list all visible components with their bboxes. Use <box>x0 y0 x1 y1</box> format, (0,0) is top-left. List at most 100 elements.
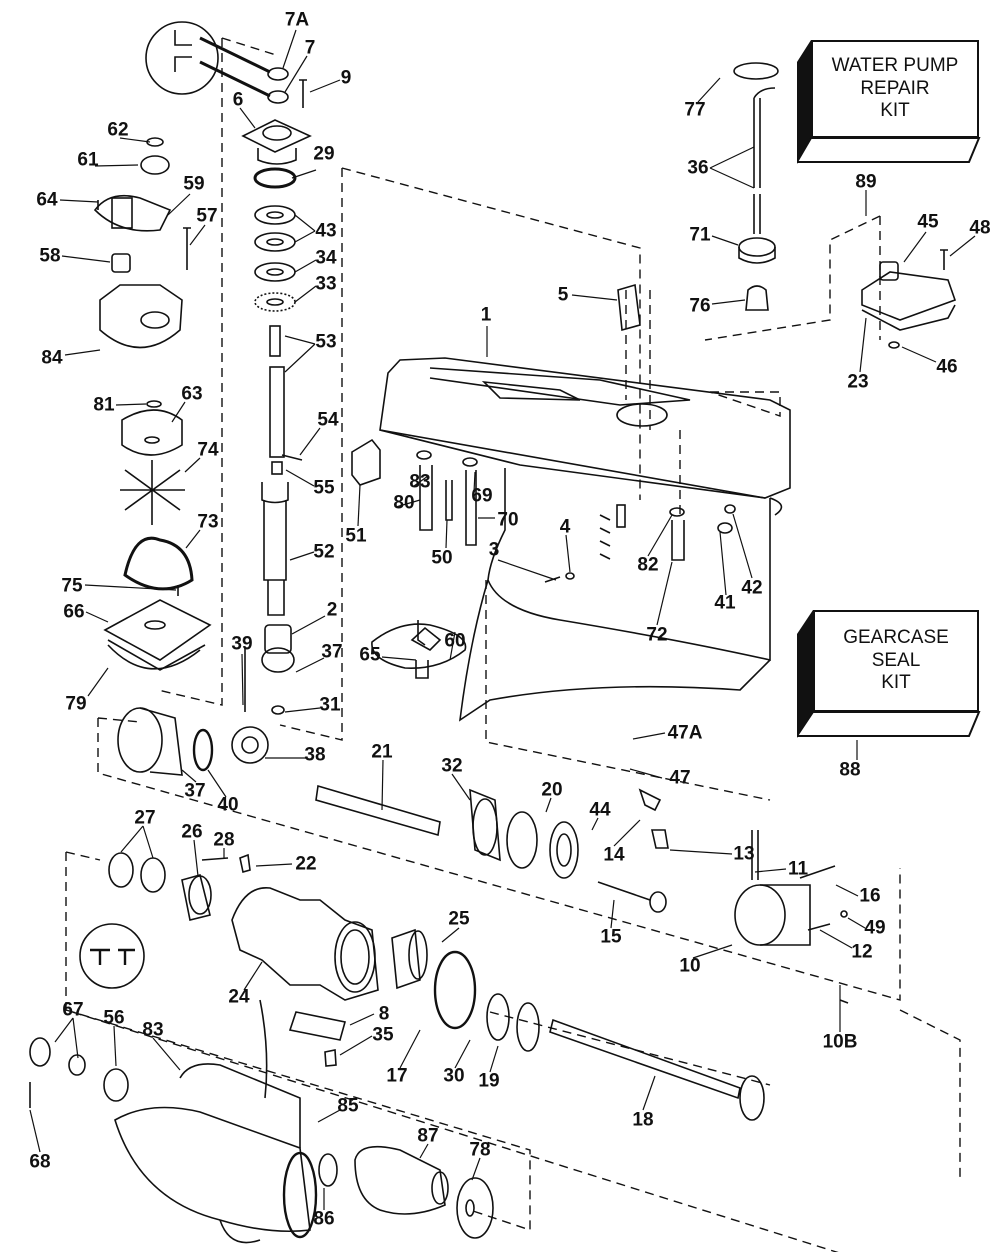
part-label-41[interactable]: 41 <box>714 592 736 614</box>
part-label-37[interactable]: 37 <box>321 641 343 663</box>
part-label-57[interactable]: 57 <box>196 205 218 227</box>
part-label-45[interactable]: 45 <box>917 211 939 233</box>
kit-ref-label[interactable]: 88 <box>839 759 861 781</box>
part-label-12[interactable]: 12 <box>851 941 873 963</box>
part-label-85[interactable]: 85 <box>337 1095 359 1117</box>
part-label-71[interactable]: 71 <box>689 224 711 246</box>
part-label-34[interactable]: 34 <box>315 247 337 269</box>
part-label-58[interactable]: 58 <box>39 245 61 267</box>
part-label-80[interactable]: 80 <box>393 492 415 514</box>
part-label-84[interactable]: 84 <box>41 347 63 369</box>
part-label-44[interactable]: 44 <box>589 799 611 821</box>
part-label-87[interactable]: 87 <box>417 1125 439 1147</box>
part-label-83[interactable]: 83 <box>142 1019 164 1041</box>
part-label-51[interactable]: 51 <box>345 525 367 547</box>
part-label-70[interactable]: 70 <box>497 509 519 531</box>
part-label-79[interactable]: 79 <box>65 693 87 715</box>
part-label-27[interactable]: 27 <box>134 807 156 829</box>
part-label-19[interactable]: 19 <box>478 1070 500 1092</box>
part-label-36[interactable]: 36 <box>687 157 709 179</box>
part-label-7[interactable]: 7 <box>304 37 316 59</box>
part-label-39[interactable]: 39 <box>231 633 253 655</box>
part-label-82[interactable]: 82 <box>637 554 659 576</box>
part-label-47[interactable]: 47 <box>669 767 691 789</box>
part-label-22[interactable]: 22 <box>295 853 317 875</box>
part-label-9[interactable]: 9 <box>340 67 352 89</box>
part-label-54[interactable]: 54 <box>317 409 339 431</box>
part-label-62[interactable]: 62 <box>107 119 129 141</box>
part-label-49[interactable]: 49 <box>864 917 886 939</box>
gearcase-seal-kit[interactable]: GEARCASE SEAL KIT <box>797 608 983 738</box>
part-label-14[interactable]: 14 <box>603 844 625 866</box>
part-label-52[interactable]: 52 <box>313 541 335 563</box>
parts-top-column <box>241 67 312 715</box>
part-label-47a[interactable]: 47A <box>667 722 703 744</box>
part-label-56[interactable]: 56 <box>103 1007 125 1029</box>
part-label-59[interactable]: 59 <box>183 173 205 195</box>
part-label-33[interactable]: 33 <box>315 273 337 295</box>
part-label-40[interactable]: 40 <box>217 794 239 816</box>
part-label-10[interactable]: 10 <box>679 955 701 977</box>
part-label-55[interactable]: 55 <box>313 477 335 499</box>
part-label-37[interactable]: 37 <box>184 780 206 802</box>
part-label-7a[interactable]: 7A <box>284 9 310 31</box>
part-label-15[interactable]: 15 <box>600 926 622 948</box>
part-label-23[interactable]: 23 <box>847 371 869 393</box>
part-label-11[interactable]: 11 <box>787 858 809 880</box>
part-label-1[interactable]: 1 <box>480 304 492 326</box>
anode-and-bolts <box>351 438 736 679</box>
part-label-38[interactable]: 38 <box>304 744 326 766</box>
part-label-31[interactable]: 31 <box>319 694 341 716</box>
part-label-77[interactable]: 77 <box>684 99 706 121</box>
part-label-4[interactable]: 4 <box>559 516 571 538</box>
part-label-10b[interactable]: 10B <box>822 1031 858 1053</box>
part-label-16[interactable]: 16 <box>859 885 881 907</box>
part-label-18[interactable]: 18 <box>632 1109 654 1131</box>
part-label-72[interactable]: 72 <box>646 624 668 646</box>
water-pump-repair-kit[interactable]: WATER PUMP REPAIR KIT <box>797 38 983 164</box>
part-label-76[interactable]: 76 <box>689 295 711 317</box>
part-label-48[interactable]: 48 <box>969 217 991 239</box>
part-label-63[interactable]: 63 <box>181 383 203 405</box>
part-label-46[interactable]: 46 <box>936 356 958 378</box>
part-label-25[interactable]: 25 <box>448 908 470 930</box>
part-label-32[interactable]: 32 <box>441 755 463 777</box>
part-label-86[interactable]: 86 <box>313 1208 335 1230</box>
part-label-30[interactable]: 30 <box>443 1065 465 1087</box>
part-label-20[interactable]: 20 <box>541 779 563 801</box>
bearing-housing-parts <box>79 852 765 1121</box>
part-label-8[interactable]: 8 <box>378 1003 390 1025</box>
part-label-35[interactable]: 35 <box>372 1024 394 1046</box>
kit-ref-label[interactable]: 89 <box>855 171 877 193</box>
part-label-64[interactable]: 64 <box>36 189 58 211</box>
part-label-42[interactable]: 42 <box>741 577 763 599</box>
part-label-5[interactable]: 5 <box>557 284 569 306</box>
part-label-3[interactable]: 3 <box>488 539 500 561</box>
part-label-68[interactable]: 68 <box>29 1151 51 1173</box>
part-label-61[interactable]: 61 <box>77 149 99 171</box>
part-label-78[interactable]: 78 <box>469 1139 491 1161</box>
part-label-67[interactable]: 67 <box>62 999 84 1021</box>
part-label-43[interactable]: 43 <box>315 220 337 242</box>
part-label-83[interactable]: 83 <box>409 471 431 493</box>
part-label-53[interactable]: 53 <box>315 331 337 353</box>
part-label-74[interactable]: 74 <box>197 439 219 461</box>
part-label-50[interactable]: 50 <box>431 547 453 569</box>
part-label-73[interactable]: 73 <box>197 511 219 533</box>
part-label-60[interactable]: 60 <box>444 630 466 652</box>
part-label-66[interactable]: 66 <box>63 601 85 623</box>
part-label-65[interactable]: 65 <box>359 644 381 666</box>
part-label-24[interactable]: 24 <box>228 986 250 1008</box>
part-label-75[interactable]: 75 <box>61 575 83 597</box>
part-label-81[interactable]: 81 <box>93 394 115 416</box>
part-label-28[interactable]: 28 <box>213 829 235 851</box>
part-label-17[interactable]: 17 <box>386 1065 408 1087</box>
part-label-29[interactable]: 29 <box>313 143 335 165</box>
part-label-69[interactable]: 69 <box>471 485 493 507</box>
part-label-6[interactable]: 6 <box>232 89 244 111</box>
part-label-21[interactable]: 21 <box>371 741 393 763</box>
part-label-2[interactable]: 2 <box>326 599 338 621</box>
part-label-13[interactable]: 13 <box>733 843 755 865</box>
part-label-26[interactable]: 26 <box>181 821 203 843</box>
